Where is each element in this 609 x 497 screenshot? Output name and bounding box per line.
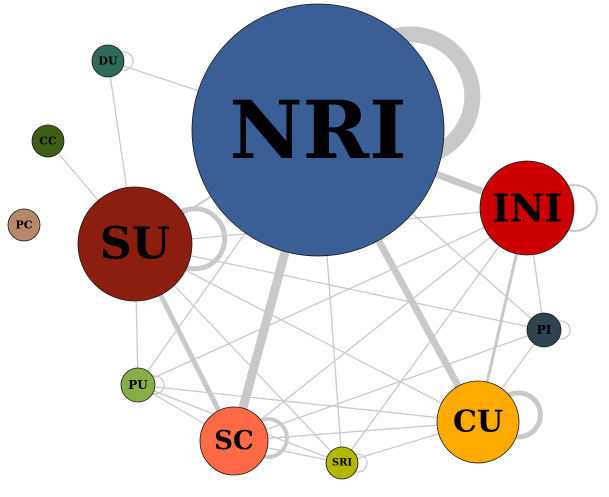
node-du[interactable]: DU (91, 44, 125, 78)
edge-ini-pu (137, 207, 528, 386)
node-label-cu: CU (453, 405, 503, 440)
node-circle-su[interactable] (77, 186, 193, 302)
node-label-pu: PU (128, 378, 148, 392)
node-circle-cu[interactable] (436, 380, 520, 464)
node-circle-cc[interactable] (31, 124, 65, 158)
edge-su-pi (134, 243, 545, 331)
node-label-nri: NRI (229, 83, 406, 177)
node-cu[interactable]: CU (436, 380, 520, 464)
node-pu[interactable]: PU (120, 367, 156, 403)
node-pi[interactable]: PI (526, 312, 562, 348)
node-label-pc: PC (15, 219, 32, 232)
node-label-su: SU (100, 219, 170, 270)
node-circle-pu[interactable] (120, 367, 156, 403)
node-pc[interactable]: PC (7, 208, 41, 242)
node-circle-nri[interactable] (191, 3, 445, 257)
node-sc[interactable]: SC (199, 406, 269, 476)
nodes: NRI INI SU CU SC DU CC PC PU PI SRI (7, 3, 575, 480)
node-circle-sri[interactable] (325, 446, 359, 480)
node-nri[interactable]: NRI (191, 3, 445, 257)
node-label-pi: PI (537, 323, 552, 337)
node-cc[interactable]: CC (31, 124, 65, 158)
edge-ini-sc (233, 207, 528, 442)
node-su[interactable]: SU (77, 186, 193, 302)
node-sri[interactable]: SRI (325, 446, 359, 480)
node-circle-du[interactable] (91, 44, 125, 78)
node-label-cc: CC (39, 135, 57, 148)
node-ini[interactable]: INI (479, 160, 575, 256)
node-label-du: DU (98, 55, 118, 68)
node-circle-sc[interactable] (199, 406, 269, 476)
node-label-sc: SC (214, 426, 253, 456)
node-circle-pi[interactable] (526, 312, 562, 348)
node-circle-pc[interactable] (7, 208, 41, 242)
node-label-ini: INI (492, 186, 562, 231)
node-label-sri: SRI (332, 458, 353, 469)
edge-ini-sri (341, 207, 528, 464)
edge-sc-pi (233, 329, 545, 442)
edge-cu-pu (137, 384, 479, 423)
node-circle-ini[interactable] (479, 160, 575, 256)
edge-su-cu (134, 243, 479, 423)
